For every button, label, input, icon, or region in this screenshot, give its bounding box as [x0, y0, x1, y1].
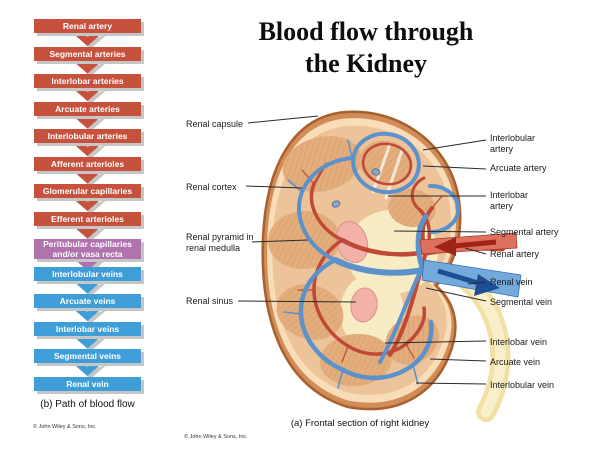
down-arrow-icon	[72, 170, 104, 184]
down-arrow-icon	[72, 142, 104, 156]
flow-box-interlobar-veins: Interlobar veins	[34, 321, 141, 336]
label-segmental-vein: Segmental vein	[490, 297, 553, 307]
down-arrow-icon	[72, 32, 104, 46]
flow-box-arcuate-arteries: Arcuate arteries	[34, 101, 141, 116]
down-arrow-icon	[72, 307, 104, 321]
down-arrow-icon	[72, 362, 104, 376]
diagram-copyright: © John Wiley & Sons, Inc.	[184, 434, 248, 440]
flow-box-segmental-arteries: Segmental arteries	[34, 46, 141, 61]
label-interlobular-vein: Interlobular vein	[490, 380, 555, 390]
label-arcuate-vein: Arcuate vein	[490, 357, 541, 367]
label-segmental-artery: Segmental artery	[490, 227, 559, 237]
glomerulus-dots	[331, 168, 381, 208]
label-renal-cortex: Renal cortex	[186, 182, 237, 192]
label-renal-sinus: Renal sinus	[186, 296, 234, 306]
leader-lines	[237, 115, 487, 385]
renal-artery-arrow-icon	[434, 237, 456, 256]
renal-pelvis-shape	[335, 220, 378, 323]
down-arrow-icon	[72, 60, 104, 74]
flow-box-interlobar-arteries: Interlobar arteries	[34, 74, 141, 88]
renal-artery-band	[419, 232, 518, 256]
label-renal-vein: Renal vein	[490, 277, 533, 287]
diagram-caption: (a) Frontal section of right kidney	[290, 418, 430, 429]
blood-flow-flowchart: Renal artery Segmental arteries Interlob…	[0, 0, 175, 452]
label-renal-artery: Renal artery	[490, 249, 540, 259]
down-arrow-icon	[72, 225, 104, 239]
renal-vein-arrow-icon	[474, 274, 500, 296]
label-interlobar-artery: Interlobar artery	[490, 190, 529, 211]
flow-box-renal-vein: Renal vein	[34, 376, 141, 391]
kidney-illustration	[237, 110, 522, 422]
down-arrow-icon	[72, 87, 104, 101]
label-renal-pyramid: Renal pyramid in renal medulla	[186, 232, 254, 253]
down-arrow-icon	[72, 280, 104, 294]
flowchart-caption: (b) Path of blood flow	[40, 399, 135, 410]
flow-box-efferent-arterioles: Efferent arterioles	[34, 211, 141, 226]
label-renal-capsule: Renal capsule	[186, 119, 244, 129]
flowchart-copyright: © John Wiley & Sons, Inc.	[33, 424, 97, 430]
flow-box-interlobular-arteries: Interlobular arteries	[34, 129, 141, 143]
page-title: Blood flow through the Kidney	[186, 16, 546, 80]
down-arrow-icon	[72, 115, 104, 129]
down-arrow-icon	[72, 335, 104, 349]
down-arrow-icon	[72, 197, 104, 211]
renal-vein-band	[421, 259, 522, 298]
flow-box-interlobular-veins: Interlobular veins	[34, 266, 141, 281]
flow-box-segmental-veins: Segmental veins	[34, 349, 141, 363]
flow-box-arcuate-veins: Arcuate veins	[34, 294, 141, 308]
flow-box-peritubular-capillaries: Peritubular capillaries and/or vasa rect…	[34, 239, 141, 259]
title-line-1: Blood flow through	[258, 17, 474, 46]
flow-box-renal-artery: Renal artery	[34, 19, 141, 33]
title-line-2: the Kidney	[304, 49, 428, 78]
label-arcuate-artery: Arcuate artery	[490, 163, 547, 173]
flow-box-afferent-arterioles: Afferent arterioles	[34, 156, 141, 171]
sinus-highlight	[371, 142, 404, 200]
flow-box-glomerular-capillaries: Glomerular capillaries	[34, 184, 141, 198]
label-interlobular-artery: Interlobular artery	[490, 133, 536, 154]
label-interlobar-vein: Interlobar vein	[490, 337, 548, 347]
